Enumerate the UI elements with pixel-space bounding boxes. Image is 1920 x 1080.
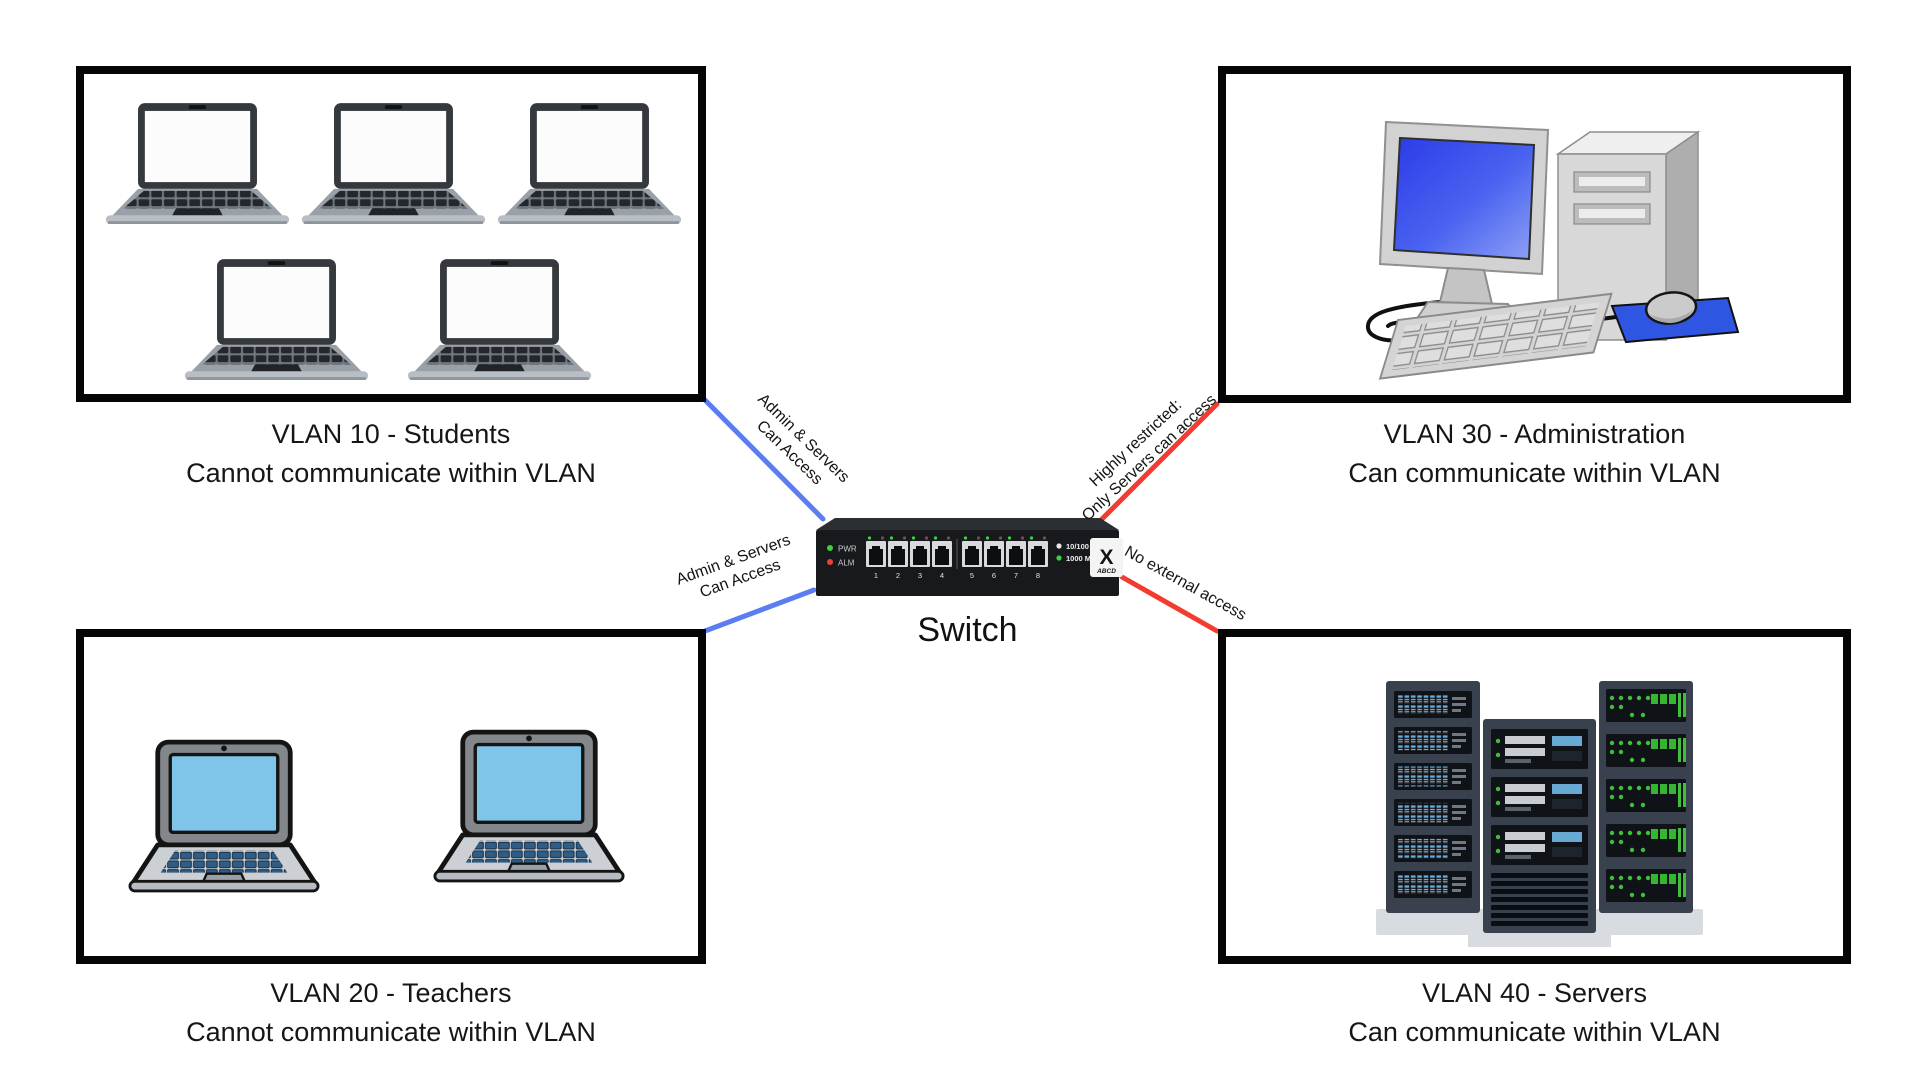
ethernet-port: 7 <box>1006 536 1026 580</box>
alarm-led <box>827 559 833 565</box>
laptop-icon <box>128 739 320 895</box>
rack-right <box>1599 681 1693 913</box>
alarm-led-label: ALM <box>838 559 855 568</box>
power-led-label: PWR <box>838 545 857 554</box>
ethernet-port: 2 <box>888 536 908 580</box>
svg-text:5: 5 <box>970 571 974 580</box>
vlan-20-title: VLAN 20 - Teachers <box>270 978 512 1008</box>
desktop-computer-icon <box>1366 120 1740 380</box>
switch-status-leds: PWR ALM <box>827 545 857 568</box>
link-teachers-switch <box>702 587 817 634</box>
vlan-30-title: VLAN 30 - Administration <box>1383 419 1686 449</box>
switch-ports: 1 2 3 4 5 6 7 8 <box>866 536 1048 580</box>
switch-speed-legend: 10/100 Mb 1000 Mb <box>1056 542 1102 563</box>
gigabit-speed-label: 1000 Mb <box>1066 554 1096 563</box>
server-rack-icon <box>1376 681 1703 947</box>
vlan-10-subtitle: Cannot communicate within VLAN <box>186 458 596 488</box>
vlan-30-box <box>1218 66 1851 403</box>
switch-label: Switch <box>917 611 1018 649</box>
vlan-20-subtitle: Cannot communicate within VLAN <box>186 1017 596 1047</box>
laptop-icon <box>407 259 592 381</box>
vlan-30-caption: VLAN 30 - Administration Can communicate… <box>1218 415 1851 493</box>
brand-name: ABCD <box>1096 568 1116 575</box>
laptop-icon <box>497 103 682 225</box>
gigabit-speed-led <box>1056 555 1062 561</box>
vlan-10-caption: VLAN 10 - Students Cannot communicate wi… <box>76 415 706 493</box>
vlan-20-caption: VLAN 20 - Teachers Cannot communicate wi… <box>76 974 706 1052</box>
ethernet-port: 8 <box>1028 536 1048 580</box>
vlan-40-caption: VLAN 40 - Servers Can communicate within… <box>1218 974 1851 1052</box>
ethernet-port: 5 <box>962 536 982 580</box>
link-students-switch <box>702 397 826 522</box>
fast-speed-led <box>1056 543 1062 549</box>
rack-middle <box>1483 719 1596 933</box>
ethernet-port: 1 <box>866 536 886 580</box>
laptop-icon <box>301 103 486 225</box>
vlan-10-box <box>76 66 706 402</box>
network-switch-icon: PWR ALM 1 2 3 4 5 6 7 8 10/100 Mb 1000 M… <box>816 518 1123 596</box>
keyboard <box>1378 292 1613 380</box>
svg-text:3: 3 <box>918 571 922 580</box>
switch-top <box>816 518 1119 530</box>
ethernet-port: 3 <box>910 536 930 580</box>
monitor <box>1378 120 1550 324</box>
vlan-40-subtitle: Can communicate within VLAN <box>1348 1017 1721 1047</box>
ethernet-port: 6 <box>984 536 1004 580</box>
brand-logo: X <box>1099 546 1113 569</box>
link-admin-switch <box>1099 401 1220 522</box>
vlan-40-box <box>1218 629 1851 964</box>
ethernet-port: 4 <box>932 536 952 580</box>
vlan-10-title: VLAN 10 - Students <box>271 419 511 449</box>
vlan-20-box <box>76 629 706 964</box>
svg-text:7: 7 <box>1014 571 1018 580</box>
svg-text:2: 2 <box>896 571 900 580</box>
link-servers-switch <box>1119 574 1220 634</box>
laptop-icon <box>105 103 290 225</box>
svg-text:1: 1 <box>874 571 878 580</box>
laptop-icon <box>184 259 369 381</box>
switch-brand-badge: X ABCD <box>1090 538 1123 577</box>
vlan-40-title: VLAN 40 - Servers <box>1421 978 1648 1008</box>
rack-left <box>1386 681 1480 913</box>
mouse <box>1644 291 1698 325</box>
power-led <box>827 545 833 551</box>
svg-text:8: 8 <box>1036 571 1040 580</box>
vlan-30-subtitle: Can communicate within VLAN <box>1348 458 1721 488</box>
fast-speed-label: 10/100 Mb <box>1066 542 1102 551</box>
laptop-icon <box>433 729 625 885</box>
svg-text:4: 4 <box>940 571 944 580</box>
svg-text:6: 6 <box>992 571 996 580</box>
